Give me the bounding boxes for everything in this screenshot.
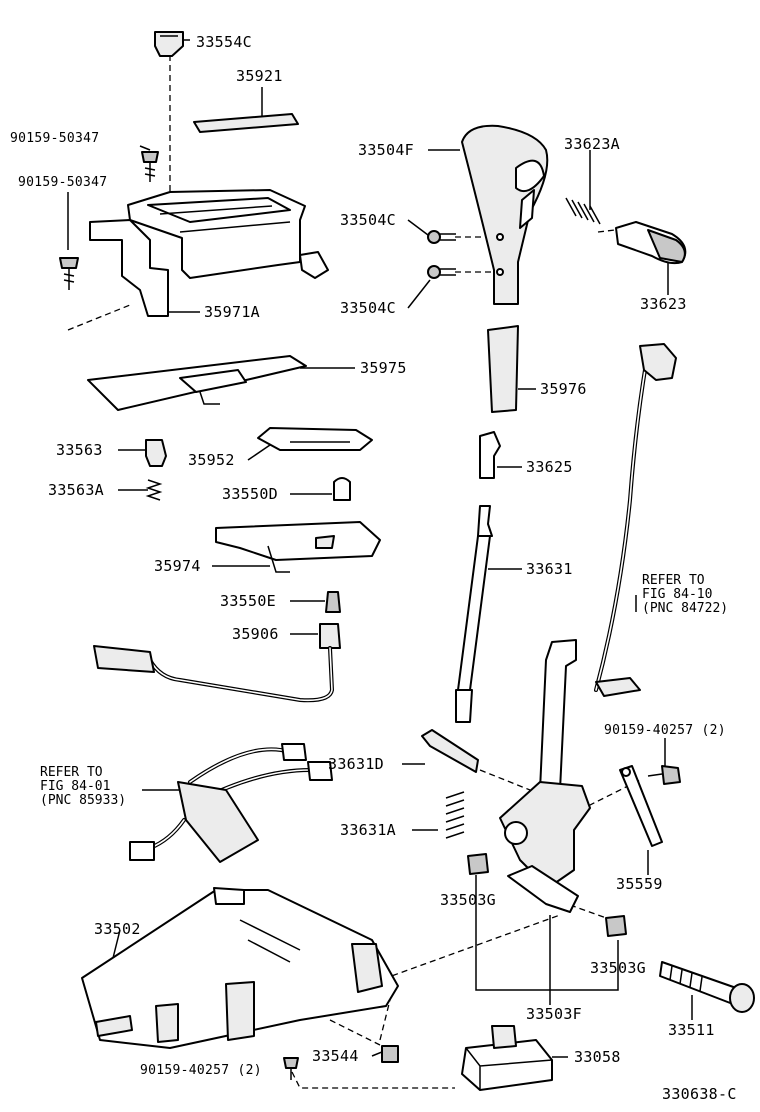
- label-33504C-upper: 33504C: [340, 211, 396, 229]
- spring-33623A: [565, 197, 601, 225]
- label-33503F: 33503F: [526, 1005, 582, 1023]
- label-90159-50347-lower: 90159-50347: [18, 175, 108, 190]
- note-refer-fig-84-01: REFER TO FIG 84-01 (PNC 85933): [40, 766, 126, 808]
- label-35559: 35559: [616, 875, 663, 893]
- label-33631A: 33631A: [340, 821, 396, 839]
- grommet-33544: [381, 1045, 399, 1063]
- control-cable: [594, 343, 677, 697]
- label-33550E: 33550E: [220, 592, 276, 610]
- screw-90159-50347-upper: [141, 151, 159, 182]
- lock-33563: [145, 439, 167, 467]
- drawing-number: 330638-C: [662, 1085, 737, 1103]
- label-35974: 35974: [154, 557, 201, 575]
- spring-33563A: [145, 479, 163, 501]
- label-33503G-left: 33503G: [440, 891, 496, 909]
- bracket-35974: [215, 521, 381, 573]
- pad-35921: [193, 113, 299, 133]
- shift-lever-body: [499, 639, 591, 913]
- label-33544: 33544: [312, 1047, 359, 1065]
- label-35921: 35921: [236, 67, 283, 85]
- label-33563: 33563: [56, 441, 103, 459]
- note-line: (PNC 84722): [642, 601, 729, 616]
- label-35906: 35906: [232, 625, 279, 643]
- clip-33554C: [154, 31, 184, 57]
- bushing-33503G-right: [605, 915, 627, 937]
- label-90159-40257-lower: 90159-40257 (2): [140, 1063, 262, 1078]
- note-refer-fig-84-10: REFER TO FIG 84-10 (PNC 84722): [642, 574, 728, 616]
- label-33563A: 33563A: [48, 481, 104, 499]
- leader-lines: [67, 39, 693, 1058]
- label-33502: 33502: [94, 920, 141, 938]
- label-33504F: 33504F: [358, 141, 414, 159]
- note-line: FIG 84-01: [40, 779, 111, 794]
- bushing-33503G-left: [467, 853, 489, 875]
- bulb-33550D: [333, 477, 351, 501]
- screw-33504C-lower: [427, 265, 456, 279]
- sleeve-35976: [487, 325, 519, 413]
- label-33623A: 33623A: [564, 135, 620, 153]
- bolt-90159-40257-upper: [647, 765, 681, 785]
- lever-35559: [619, 765, 663, 847]
- note-line: FIG 84-10: [642, 587, 713, 602]
- label-35975: 35975: [360, 359, 407, 377]
- screw-33504C-upper: [427, 230, 456, 244]
- shift-knob-33504F: [461, 124, 549, 305]
- label-33504C-lower: 33504C: [340, 299, 396, 317]
- label-33623: 33623: [640, 295, 687, 313]
- bulb-33550E: [325, 591, 341, 613]
- plate-35975: [87, 355, 307, 411]
- button-33623: [615, 221, 687, 265]
- label-90159-40257-upper: 90159-40257 (2): [604, 723, 726, 738]
- computer-33058: [461, 1025, 553, 1091]
- note-line: REFER TO: [642, 573, 705, 588]
- console-housing-35971A: [89, 189, 329, 317]
- label-33554C: 33554C: [196, 33, 252, 51]
- note-line: (PNC 85933): [40, 793, 127, 808]
- bracket-35952: [257, 427, 373, 451]
- socket-wire-35906: [93, 623, 341, 703]
- bolt-33511: [659, 961, 755, 1013]
- label-33625: 33625: [526, 458, 573, 476]
- rod-33631: [455, 505, 493, 723]
- label-33631D: 33631D: [328, 755, 384, 773]
- label-35976: 35976: [540, 380, 587, 398]
- screw-90159-50347-lower: [59, 257, 79, 290]
- bolt-90159-40257-lower: [283, 1057, 299, 1080]
- label-33511: 33511: [668, 1021, 715, 1039]
- pin-33631D: [421, 729, 479, 773]
- label-33058: 33058: [574, 1048, 621, 1066]
- part-33625: [479, 431, 501, 479]
- label-33550D: 33550D: [222, 485, 278, 503]
- label-33631: 33631: [526, 560, 573, 578]
- note-line: REFER TO: [40, 765, 103, 780]
- wire-harness-switch: [129, 743, 333, 863]
- spring-33631A: [445, 791, 465, 839]
- label-35952: 35952: [188, 451, 235, 469]
- label-35971A: 35971A: [204, 303, 260, 321]
- base-bracket-33502: [81, 887, 399, 1049]
- label-33503G-right: 33503G: [590, 959, 646, 977]
- label-90159-50347-upper: 90159-50347: [10, 131, 100, 146]
